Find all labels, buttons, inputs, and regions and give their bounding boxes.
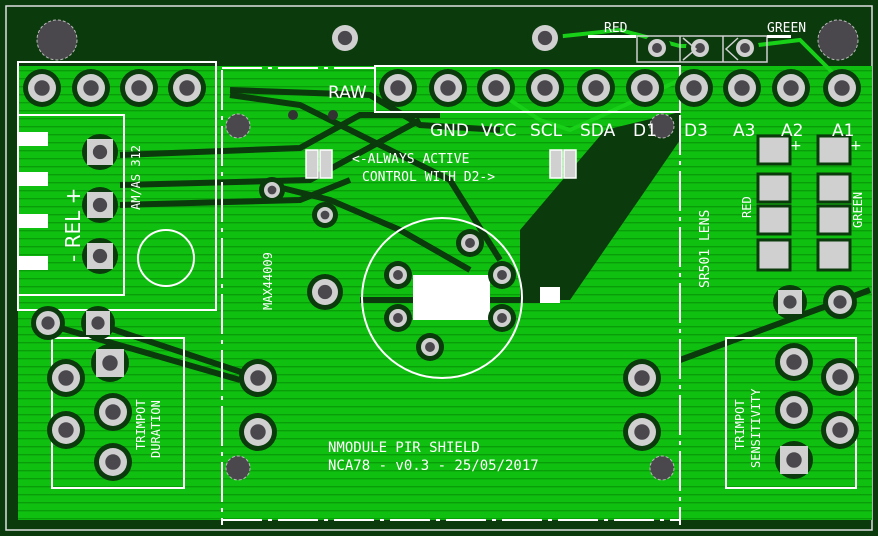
- relay-pad: [82, 187, 118, 223]
- led-footprint-top: [636, 35, 768, 63]
- pir-sensor-window: [413, 275, 490, 320]
- header-pad: [477, 69, 515, 107]
- board-subtitle: NCA78 - v0.3 - 25/05/2017: [328, 458, 539, 474]
- pad-d1: [527, 20, 563, 56]
- jumper-pads: [305, 149, 577, 179]
- led-pad: [731, 34, 759, 62]
- sensor-pad: [384, 304, 412, 332]
- relay-label: - REL +: [61, 188, 85, 262]
- trimpot-pad: [47, 411, 85, 449]
- led-pad: [643, 34, 671, 62]
- pad: [81, 306, 115, 340]
- relay-terminals: [18, 132, 48, 270]
- trimpot-pad: [775, 391, 813, 429]
- green-smd-label: GREEN: [851, 192, 865, 228]
- plus-green: +: [850, 138, 862, 154]
- trimpot-pad: [821, 411, 859, 449]
- trimpot-pad: [775, 441, 813, 479]
- pad: [239, 359, 277, 397]
- via: [259, 177, 285, 203]
- trimpot-pad: [47, 359, 85, 397]
- green-led-label: GREEN: [767, 21, 806, 36]
- gnd-label: GND: [430, 121, 469, 141]
- trimpot-pad: [94, 443, 132, 481]
- header-pad: [526, 69, 564, 107]
- header-pad: [723, 69, 761, 107]
- vcc-label: VCC: [481, 121, 516, 141]
- header-pad: [675, 69, 713, 107]
- trimpot-duration-line-2: DURATION: [149, 400, 163, 458]
- trimpot-pad: [821, 358, 859, 396]
- jumper-line-2: CONTROL WITH D2->: [362, 170, 495, 185]
- pad: [239, 413, 277, 451]
- header-pad: [626, 69, 664, 107]
- header-pad: [23, 69, 61, 107]
- trimpot-pad: [775, 343, 813, 381]
- trimpot-sensitivity-line-1: TRIMPOT: [733, 399, 747, 450]
- red-led-label: RED: [604, 21, 628, 36]
- d1-label: D1: [633, 121, 657, 141]
- scl-label: SCL: [530, 121, 563, 141]
- jumper-line-1: <-ALWAYS ACTIVE: [352, 152, 469, 167]
- header-pad: [72, 69, 110, 107]
- raw-label: RAW: [328, 83, 367, 103]
- via: [328, 110, 338, 120]
- relay-pad: [82, 238, 118, 274]
- smd-leds: [756, 134, 852, 272]
- via: [312, 202, 338, 228]
- unfilled-region: [520, 112, 680, 300]
- pads: [23, 20, 861, 481]
- header-pad: [379, 69, 417, 107]
- header-pad: [772, 69, 810, 107]
- lens-label: SR501 LENS: [698, 210, 713, 288]
- mounting-holes: [36, 19, 859, 481]
- red-underline: [588, 35, 636, 38]
- a2-label: A2: [781, 121, 803, 141]
- pir-sensor-tab: [540, 287, 560, 303]
- board-title: NMODULE PIR SHIELD: [328, 440, 480, 456]
- header-pad: [429, 69, 467, 107]
- red-smd-label: RED: [740, 196, 754, 218]
- pad: [773, 285, 807, 319]
- pad: [623, 413, 661, 451]
- pad-raw: [327, 20, 363, 56]
- header-pad: [577, 69, 615, 107]
- led-pad: [686, 34, 714, 62]
- d3-label: D3: [684, 121, 708, 141]
- pad: [823, 285, 857, 319]
- sda-label: SDA: [580, 121, 616, 141]
- sensor-pad: [416, 333, 444, 361]
- trimpot-pad: [91, 344, 129, 382]
- plus-red: +: [790, 138, 802, 154]
- relay-pad: [82, 134, 118, 170]
- pad: [623, 359, 661, 397]
- header-pad: [120, 69, 158, 107]
- sensor-pad: [488, 304, 516, 332]
- via: [288, 110, 298, 120]
- pad: [31, 306, 65, 340]
- trimpot-duration-line-1: TRIMPOT: [134, 399, 148, 450]
- sensor-pad: [384, 261, 412, 289]
- sensor-pad: [456, 229, 484, 257]
- sensor-pad: [488, 261, 516, 289]
- a3-label: A3: [733, 121, 755, 141]
- header-pad: [168, 69, 206, 107]
- trimpot-sensitivity-line-2: SENSITIVITY: [749, 388, 763, 468]
- a1-label: A1: [832, 121, 854, 141]
- trimpot-pad: [94, 393, 132, 431]
- header-pad: [823, 69, 861, 107]
- relay-part-label: AM/AS 312: [129, 145, 143, 210]
- ic-label: MAX44009: [261, 252, 275, 310]
- pad: [307, 274, 343, 310]
- green-underline: [767, 35, 791, 38]
